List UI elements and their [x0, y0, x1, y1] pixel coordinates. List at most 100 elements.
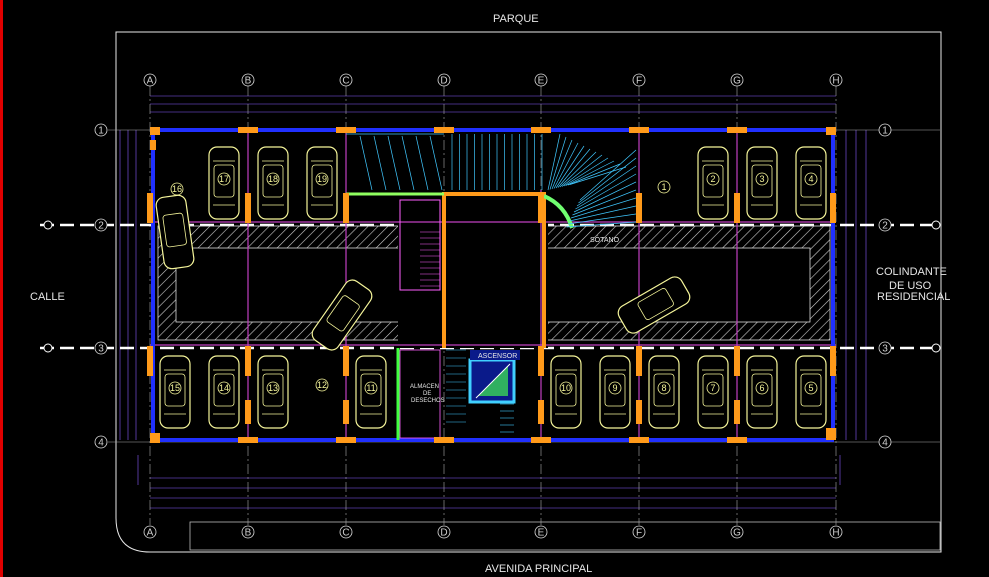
stair-step: [547, 133, 561, 191]
grid-bubble-H: [829, 73, 843, 87]
space-number: 5: [808, 383, 813, 393]
grid-bubble-H: [829, 525, 843, 539]
parking-space-8: 8: [648, 355, 680, 429]
column: [727, 127, 747, 133]
column: [629, 437, 649, 443]
column: [245, 193, 251, 223]
waste-label-2: DE: [423, 391, 431, 397]
parking-space-16: [155, 194, 195, 270]
lower-stair-steps: [399, 349, 514, 439]
space-number: 17: [219, 174, 229, 184]
waste-label-3: DESECHOS: [411, 398, 445, 404]
dimension-lines: [119, 95, 867, 509]
elevator-label-box: [470, 350, 520, 360]
car-body: [795, 355, 827, 429]
parking-space-4: 4: [795, 146, 827, 220]
maneuvering-car-left: [311, 279, 373, 351]
small-stair: [399, 199, 441, 291]
space-number: 3: [759, 174, 764, 184]
grid-bubble-C: [339, 73, 353, 87]
label-right-3: RESIDENCIAL: [877, 291, 950, 303]
column: [629, 127, 649, 133]
car-roof: [262, 164, 284, 198]
column: [147, 346, 153, 376]
column: [727, 437, 747, 443]
car-body: [550, 355, 582, 429]
car-body: [599, 355, 631, 429]
label-right-1: COLINDANTE: [876, 266, 947, 278]
grid-bubble-A: [143, 525, 157, 539]
grid-label-C: C: [342, 76, 349, 87]
angled-cars: 16: [155, 182, 691, 351]
car-roof: [213, 373, 235, 407]
column: [238, 437, 258, 443]
space-number-circle: [315, 172, 329, 186]
stair-step: [415, 135, 429, 191]
car-body: [648, 355, 680, 429]
space-number: 8: [661, 383, 666, 393]
grid-label-G: G: [733, 528, 741, 539]
column: [434, 437, 454, 443]
stair-step: [570, 197, 637, 219]
stair-step: [567, 213, 637, 225]
grid-label-H: H: [832, 528, 839, 539]
car-roof: [702, 164, 724, 198]
waste-label-1: ALMACEN: [410, 384, 439, 390]
car-roof: [213, 164, 235, 198]
grid-label-2: 2: [98, 221, 104, 232]
stair-step: [429, 135, 443, 191]
ramp-hatch: [158, 226, 830, 340]
label-bottom: AVENIDA PRINCIPAL: [485, 563, 592, 575]
space-number-circle: [364, 381, 378, 395]
grid-bubble-E: [534, 525, 548, 539]
grid-label-1: 1: [98, 126, 104, 137]
stair-step: [572, 189, 637, 216]
car-roof: [751, 164, 773, 198]
stair-curve-wall: [543, 194, 574, 229]
car-roof: [360, 373, 382, 407]
column: [636, 400, 642, 424]
grid-bubble-B: [241, 73, 255, 87]
parking-space-10: 10: [550, 355, 582, 429]
car-roof: [262, 373, 284, 407]
grid-bubble-4: [94, 435, 108, 449]
space-number-circle: [266, 381, 280, 395]
grid-bubble-F: [632, 525, 646, 539]
ramp-hatch-core-fill: [398, 226, 446, 248]
car-body: [306, 146, 338, 220]
grid-label-E: E: [538, 528, 545, 539]
stair-step: [557, 148, 591, 188]
car-body: [746, 146, 778, 220]
space-number-circle: [706, 381, 720, 395]
label-top: PARQUE: [493, 13, 539, 25]
axis-end-marker: [43, 220, 53, 230]
car-body: [697, 146, 729, 220]
car-body: [257, 355, 289, 429]
car-body: [311, 279, 373, 351]
space-number: 16: [172, 184, 182, 194]
grid-label-A: A: [147, 76, 154, 87]
car-body: [159, 355, 191, 429]
axis-end-marker: [43, 343, 53, 353]
column: [734, 193, 740, 223]
column: [238, 127, 258, 133]
car-roof: [311, 164, 333, 198]
grid-bubble-3: [94, 341, 108, 355]
grid-label-D: D: [440, 76, 447, 87]
space-number: 10: [561, 383, 571, 393]
car-roof: [800, 373, 822, 407]
column: [734, 346, 740, 376]
grid-label-H: H: [832, 76, 839, 87]
car-roof: [637, 288, 674, 320]
space-number: 6: [759, 383, 764, 393]
space-number-circle: [706, 172, 720, 186]
red-edge-line: [0, 0, 3, 577]
column: [531, 127, 551, 133]
grid-label-E: E: [538, 76, 545, 87]
grid-bubble-2: [94, 218, 108, 232]
stair-step: [555, 145, 585, 189]
core-area: [398, 192, 548, 348]
space-number: 11: [366, 383, 375, 393]
column: [538, 346, 544, 376]
